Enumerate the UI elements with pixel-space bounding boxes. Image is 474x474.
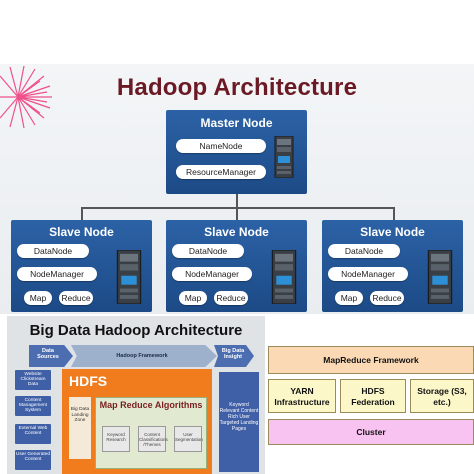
slave-node-label: Slave Node (360, 225, 425, 239)
hdfs-federation-layer: HDFS Federation (340, 379, 406, 413)
map-reduce-block: Map Reduce Algorithms Keyword Research C… (95, 397, 207, 469)
hdfs-label: HDFS (69, 373, 108, 389)
map-pill: Map (179, 291, 207, 305)
server-icon (271, 250, 297, 304)
connector-slave-2 (236, 207, 238, 220)
source-box: User Generated Content (15, 450, 51, 470)
insight-box: Keyword Relevant Content Rich User Targe… (219, 372, 259, 472)
landing-zone: Big Data Landing Zone (69, 397, 91, 459)
server-icon (274, 136, 294, 178)
slave-node-label: Slave Node (204, 225, 269, 239)
slave-node-3: Slave Node DataNode NodeManager Map Redu… (322, 220, 463, 312)
step-box: User Segmentation (174, 426, 203, 452)
source-box: Content Management System (15, 396, 51, 416)
storage-layer: Storage (S3, etc.) (410, 379, 474, 413)
diagram-title: Hadoop Architecture (116, 74, 358, 101)
source-box: External Web Content (15, 424, 51, 444)
insight-arrow (214, 345, 254, 367)
reduce-pill: Reduce (214, 291, 248, 305)
cluster-layer: Cluster (268, 419, 474, 445)
map-reduce-title: Map Reduce Algorithms (99, 400, 203, 410)
connector-vertical (236, 194, 238, 208)
insight-label: Big Data Insight (221, 348, 245, 360)
connector-slave-1 (81, 207, 83, 220)
connector-horizontal (81, 207, 395, 209)
server-icon (427, 250, 453, 304)
master-node-label: Master Node (200, 116, 273, 130)
big-data-architecture-panel: Big Data Hadoop Architecture Data Source… (7, 316, 265, 474)
connector-slave-3 (393, 207, 395, 220)
step-box: Content Classifications /Themes (138, 426, 168, 452)
hadoop-framework-arrow (71, 345, 217, 367)
hadoop-framework-label: Hadoop Framework (116, 353, 168, 359)
datanode-pill: DataNode (172, 244, 244, 258)
data-sources-arrow (29, 345, 73, 367)
nodemanager-pill: NodeManager (328, 267, 408, 281)
reduce-pill: Reduce (370, 291, 404, 305)
slave-node-1: Slave Node DataNode NodeManager Map Redu… (11, 220, 152, 312)
nodemanager-pill: NodeManager (172, 267, 252, 281)
datanode-pill: DataNode (17, 244, 89, 258)
big-data-title: Big Data Hadoop Architecture (29, 322, 243, 339)
mapreduce-framework-layer: MapReduce Framework (268, 346, 474, 374)
namenode-pill: NameNode (176, 139, 266, 153)
source-box: Website Clickstream Data (15, 370, 51, 390)
datanode-pill: DataNode (328, 244, 400, 258)
starburst-decoration (0, 66, 52, 128)
master-node: Master Node NameNode ResourceManager (166, 110, 307, 194)
server-icon (116, 250, 142, 304)
reduce-pill: Reduce (59, 291, 93, 305)
yarn-layer: YARN Infrastructure (268, 379, 336, 413)
slave-node-label: Slave Node (49, 225, 114, 239)
data-sources-label: Data Sources (37, 348, 59, 360)
slave-node-2: Slave Node DataNode NodeManager Map Redu… (166, 220, 307, 312)
nodemanager-pill: NodeManager (17, 267, 97, 281)
map-pill: Map (335, 291, 363, 305)
resourcemanager-pill: ResourceManager (176, 165, 266, 179)
step-box: Keyword Research (102, 426, 130, 452)
map-pill: Map (24, 291, 52, 305)
